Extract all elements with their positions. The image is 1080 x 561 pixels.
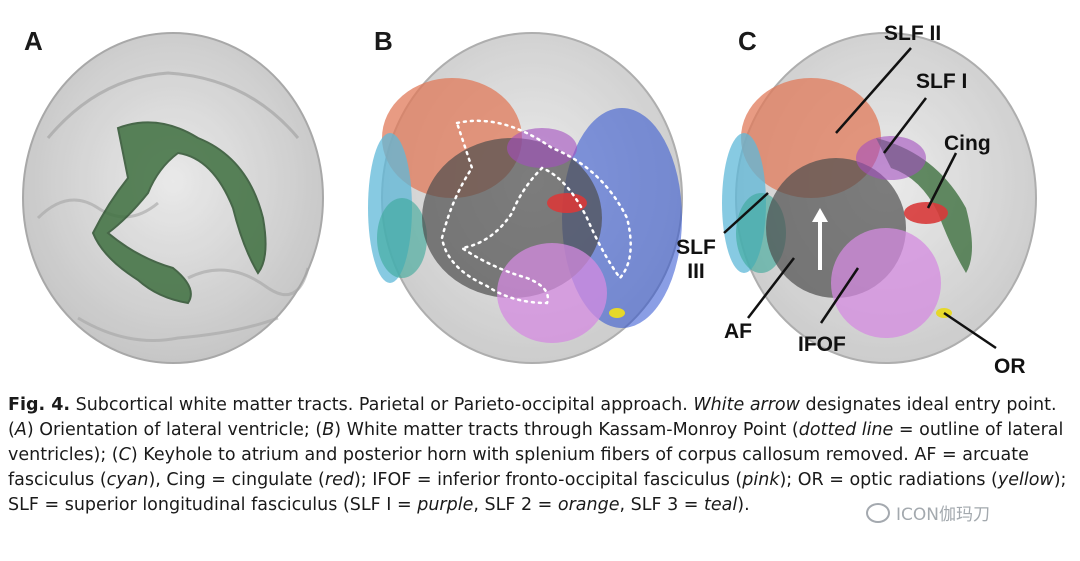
caption-fig-label: Fig. 4. xyxy=(8,395,71,415)
caption-text: ) Keyhole to atrium and posterior horn w… xyxy=(8,445,1029,490)
lateral-ventricle xyxy=(91,121,267,305)
leader-ifof xyxy=(819,267,860,324)
leader-or xyxy=(943,311,997,350)
caption-text: , SLF 2 = xyxy=(473,495,558,515)
tract-teal xyxy=(377,198,427,278)
panel-letter-c: C xyxy=(738,26,757,56)
leader-slf3 xyxy=(723,192,769,234)
panel-c-tract-render xyxy=(722,32,1037,364)
label-slf3: SLF III xyxy=(668,236,724,284)
label-slf2: SLF II xyxy=(884,22,942,45)
tract-cing-red xyxy=(904,202,948,224)
label-cing: Cing xyxy=(944,132,991,155)
caption-text: ) Orientation of lateral ventricle; ( xyxy=(26,420,323,440)
panel-c: C SLF II SLF I Cing SLF III AF IFOF OR xyxy=(676,18,1072,383)
caption-text: ), Cing = cingulate ( xyxy=(148,470,325,490)
figure-4: A B xyxy=(8,18,1072,383)
caption-italic: yellow xyxy=(997,470,1054,490)
label-slf1: SLF I xyxy=(916,70,968,93)
caption-italic: orange xyxy=(557,495,620,515)
label-or: OR xyxy=(994,355,1026,378)
caption-text: ); IFOF = inferior fronto-occipital fasc… xyxy=(353,470,743,490)
leader-cing xyxy=(926,152,958,209)
tract-cing-red xyxy=(547,193,587,213)
label-slf3-line2: III xyxy=(687,260,705,283)
tract-slf1-purple xyxy=(856,136,926,180)
watermark: ICON伽玛刀 xyxy=(866,500,990,525)
panel-letter-a: A xyxy=(24,26,43,56)
caption-text: ). xyxy=(737,495,750,515)
caption-text: Subcortical white matter tracts. Parieta… xyxy=(70,395,694,415)
wechat-icon xyxy=(866,503,890,523)
brain-outline xyxy=(22,32,324,364)
caption-italic: C xyxy=(118,445,131,465)
figure-caption: Fig. 4. Subcortical white matter tracts.… xyxy=(8,393,1072,518)
caption-italic: red xyxy=(324,470,354,490)
caption-text: ) White matter tracts through Kassam-Mon… xyxy=(334,420,799,440)
panel-b-tract-render xyxy=(368,32,683,364)
leader-af xyxy=(747,257,795,319)
caption-italic: A xyxy=(14,420,27,440)
white-arrow-head xyxy=(812,208,828,222)
caption-italic: cyan xyxy=(106,470,149,490)
panel-b: B xyxy=(362,18,692,383)
caption-italic: teal xyxy=(704,495,738,515)
tract-or-yellow xyxy=(609,308,625,318)
leader-slf1 xyxy=(883,97,927,154)
panel-a: A xyxy=(8,18,338,383)
tract-purple xyxy=(507,128,577,168)
caption-italic: purple xyxy=(417,495,474,515)
label-af: AF xyxy=(724,320,752,343)
caption-text: ); OR = optic radiations ( xyxy=(779,470,998,490)
caption-text: = outline of lateral ventricles); ( xyxy=(8,420,1064,465)
watermark-text: ICON伽玛刀 xyxy=(896,505,990,525)
leader-slf2 xyxy=(835,47,912,134)
panel-letter-b: B xyxy=(374,26,393,56)
ventricle-dotted-outline xyxy=(440,119,632,305)
caption-text: designates ideal entry point. ( xyxy=(8,395,1057,440)
caption-text: ); SLF = superior longitudinal fasciculu… xyxy=(8,470,1067,515)
caption-italic: dotted line xyxy=(798,420,894,440)
label-ifof: IFOF xyxy=(798,333,846,356)
tract-ifof-pink xyxy=(831,228,941,338)
caption-italic: White arrow xyxy=(693,395,800,415)
tract-ifof-pink xyxy=(497,243,607,343)
caption-italic: B xyxy=(322,420,335,440)
panel-a-brain-render xyxy=(22,32,324,364)
caption-text: , SLF 3 = xyxy=(619,495,705,515)
caption-italic: pink xyxy=(742,470,780,490)
label-slf3-line1: SLF xyxy=(676,236,716,259)
